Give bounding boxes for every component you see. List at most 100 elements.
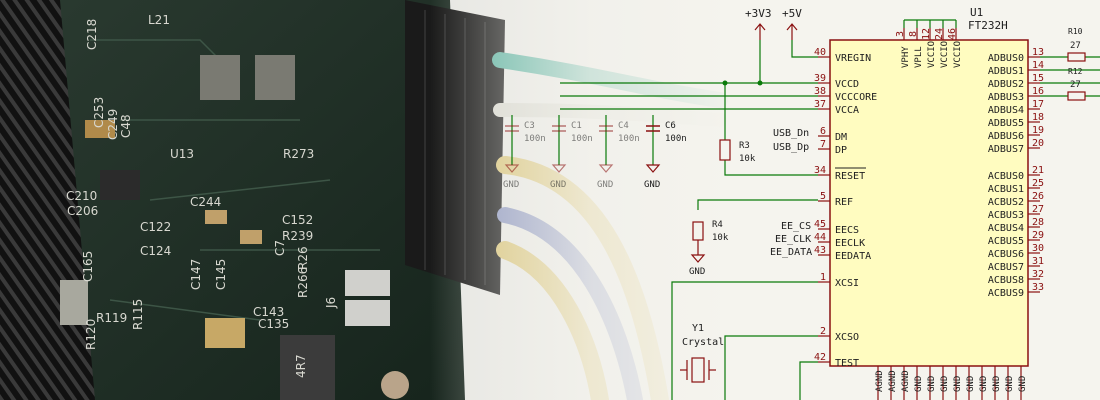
r3-value: 10k [739,154,756,164]
pin-name: ACBUS0 [988,171,1024,182]
r12-value: 27 [1070,80,1081,90]
capacitor-value: 100n [665,134,687,144]
pcb-silkscreen-label: C143 [253,305,284,319]
gnd-label: GND [644,180,660,190]
pin-number: 46 [947,28,958,40]
pin-name: ACBUS2 [988,197,1024,208]
pcb-silkscreen-label: C122 [140,220,171,234]
pin-name: GND [927,376,937,392]
r10-ref: R10 [1068,27,1083,36]
pin-number: 7 [820,139,826,150]
pin-number: 12 [921,28,932,40]
pin-name: GND [1005,376,1015,392]
pin-number: 32 [1032,269,1044,280]
resistor-r12 [1067,91,1086,101]
net-label-ee-cs: EE_CS [781,221,811,232]
pin-number: 31 [1032,256,1044,267]
gnd-label: GND [503,180,519,190]
pcb-traces [90,39,380,321]
pin-number: 2 [820,326,826,337]
capacitor-value: 100n [571,134,593,144]
pin-name: RESET [835,171,865,182]
inductor-4r7 [280,335,335,400]
pin-name: VPLL [914,46,924,68]
pin-name: ACBUS1 [988,184,1024,195]
pin-name: ADBUS6 [988,131,1024,142]
ic-reference: U1 [970,6,983,19]
crystal-ref: Y1 [692,323,704,334]
pin-name: VCCCORE [835,92,877,103]
ic-body [829,39,1029,367]
pcb-silkscreen-label: J6 [324,297,338,309]
net-label-usb-dn: USB_Dn [773,128,809,139]
pin-name: ACBUS9 [988,288,1024,299]
pin-name: ACBUS4 [988,223,1024,234]
pin-number: 13 [1032,47,1044,58]
pin-number: 3 [895,31,906,37]
pcb-silkscreen-label: C253 [92,97,106,128]
pin-number: 24 [934,28,945,40]
schematic-layer: U1 FT232H 3VPHY8VPLL12VCCIO24VCCIO46VCCI… [503,6,1100,400]
pin-number: 15 [1032,73,1044,84]
capacitor-ref: C3 [524,121,535,131]
r4-gnd-label: GND [689,267,705,277]
pin-number: 5 [820,191,826,202]
pin-number: 33 [1032,282,1044,293]
pin-number: 6 [820,126,826,137]
r12-ref: R12 [1068,67,1083,76]
pin-number: 25 [1032,178,1044,189]
pcb-silkscreen-label: L21 [148,13,170,27]
pcb-silkscreen-label: C7 [273,240,287,256]
pcb-silkscreen-label: R115 [131,299,145,330]
pin-number: 16 [1032,86,1044,97]
power-label-3v3: +3V3 [745,7,772,20]
pin-number: 42 [814,352,826,363]
pin-name: ADBUS4 [988,105,1024,116]
pin-name: GND [966,376,976,392]
pcb-silkscreen-label: C145 [214,259,228,290]
capacitor-ref: C1 [571,121,582,131]
capacitor-ref: C4 [618,121,629,131]
resistor-r10 [1067,52,1086,62]
pcb-silkscreen-label: C152 [282,213,313,227]
pin-name: EEDATA [835,251,871,262]
pin-number: 45 [814,219,826,230]
pin-name: ACBUS8 [988,275,1024,286]
pin-number: 44 [814,232,826,243]
pcb-silkscreen-label: C135 [258,317,289,331]
pin-name: DM [835,132,847,143]
pin-name: DP [835,145,847,156]
pin-number: 27 [1032,204,1044,215]
pin-name: AGND [901,370,911,392]
blend-overlay [430,0,750,400]
pin-name: ACBUS7 [988,262,1024,273]
pcb-silkscreen-label: R26 [296,246,310,270]
pcb-silkscreen-label: C124 [140,244,171,258]
pin-name: ADBUS1 [988,66,1024,77]
pin-number: 43 [814,245,826,256]
pin-name: GND [979,376,989,392]
pin-name: ACBUS6 [988,249,1024,260]
pin-name: ADBUS5 [988,118,1024,129]
pin-name: GND [940,376,950,392]
ic-left-pins: 40VREGIN39VCCD38VCCCORE37VCCA6DM7DP34RES… [814,47,877,369]
pcb-silkscreen-label: R120 [84,319,98,350]
capacitor-value: 100n [618,134,640,144]
power-symbols [754,23,798,40]
gnd-label: GND [597,180,613,190]
pin-name: ADBUS0 [988,53,1024,64]
pin-name: AGND [875,370,885,392]
pin-name: GND [914,376,924,392]
pin-name: TEST [835,358,859,369]
crystal-value: Crystal [682,337,724,348]
power-label-5v: +5V [782,7,802,20]
pin-number: 26 [1032,191,1044,202]
